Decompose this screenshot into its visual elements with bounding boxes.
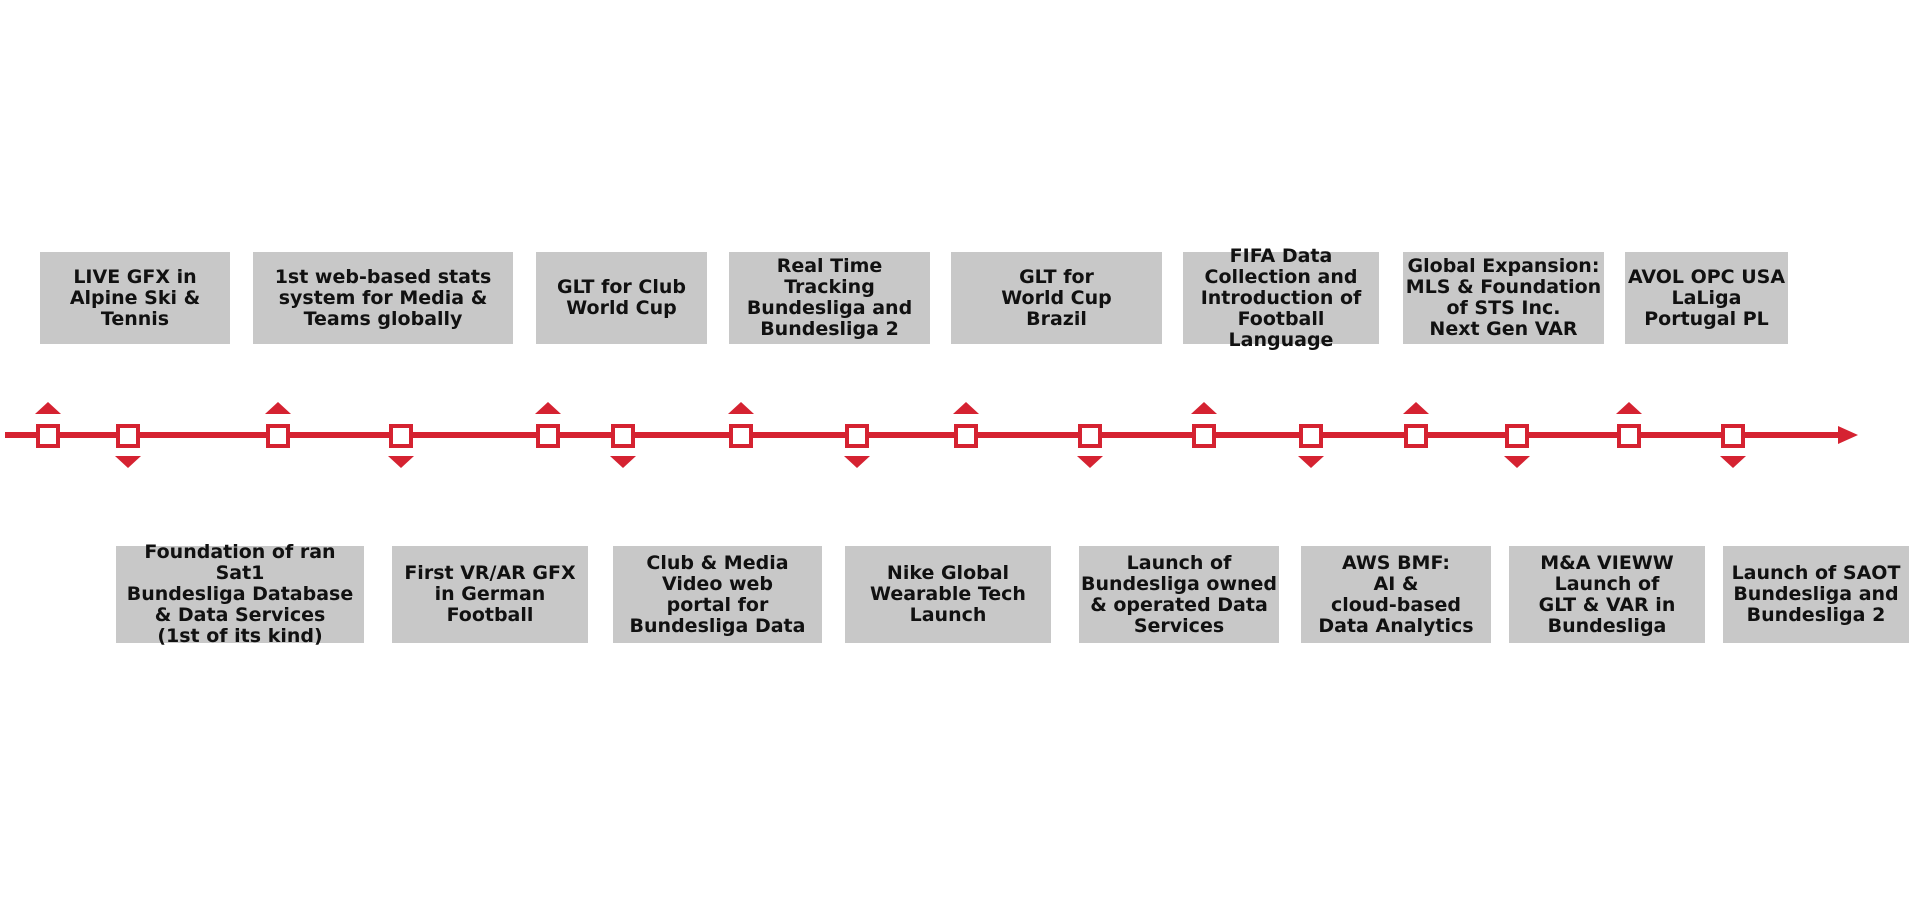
timeline-marker [266, 424, 290, 448]
timeline-marker [536, 424, 560, 448]
pointer-up-triangle [265, 402, 291, 414]
pointer-up-triangle [953, 402, 979, 414]
pointer-up-triangle [728, 402, 754, 414]
pointer-up-triangle [535, 402, 561, 414]
event-box-above-4: Real Time Tracking Bundesliga and Bundes… [729, 252, 930, 344]
event-box-below-4: Nike Global Wearable Tech Launch [845, 546, 1051, 643]
event-box-above-6: FIFA Data Collection and Introduction of… [1183, 245, 1379, 350]
pointer-down-triangle [388, 456, 414, 468]
timeline-marker [1404, 424, 1428, 448]
pointer-down-triangle [1720, 456, 1746, 468]
event-box-below-6: AWS BMF: AI & cloud-based Data Analytics [1301, 546, 1491, 643]
timeline-marker [954, 424, 978, 448]
event-box-above-5: GLT for World Cup Brazil [951, 252, 1162, 344]
event-box-below-5: Launch of Bundesliga owned & operated Da… [1079, 546, 1279, 643]
pointer-up-triangle [1616, 402, 1642, 414]
timeline-marker [1078, 424, 1102, 448]
event-box-above-1: LIVE GFX in Alpine Ski & Tennis [40, 252, 230, 344]
timeline-marker [36, 424, 60, 448]
timeline-marker [116, 424, 140, 448]
timeline-marker [1505, 424, 1529, 448]
pointer-down-triangle [1504, 456, 1530, 468]
event-box-above-8: AVOL OPC USA LaLiga Portugal PL [1625, 252, 1788, 344]
pointer-down-triangle [115, 456, 141, 468]
event-box-below-7: M&A VIEWW Launch of GLT & VAR in Bundesl… [1509, 546, 1705, 643]
event-box-below-2: First VR/AR GFX in German Football [392, 546, 588, 643]
pointer-down-triangle [1077, 456, 1103, 468]
event-box-above-2: 1st web-based stats system for Media & T… [253, 252, 513, 344]
pointer-up-triangle [1191, 402, 1217, 414]
event-box-below-3: Club & Media Video web portal for Bundes… [613, 546, 822, 643]
timeline-marker [1299, 424, 1323, 448]
event-box-above-7: Global Expansion: MLS & Foundation of ST… [1403, 252, 1604, 344]
timeline-axis [5, 432, 1845, 438]
event-box-below-1: Foundation of ran Sat1 Bundesliga Databa… [116, 542, 364, 647]
pointer-down-triangle [610, 456, 636, 468]
timeline-marker [729, 424, 753, 448]
pointer-up-triangle [1403, 402, 1429, 414]
pointer-up-triangle [35, 402, 61, 414]
pointer-down-triangle [1298, 456, 1324, 468]
timeline-marker [389, 424, 413, 448]
timeline-marker [845, 424, 869, 448]
timeline-marker [1192, 424, 1216, 448]
timeline-marker [1617, 424, 1641, 448]
event-box-below-8: Launch of SAOT Bundesliga and Bundesliga… [1723, 546, 1909, 643]
timeline-marker [1721, 424, 1745, 448]
timeline-arrowhead [1838, 426, 1858, 444]
timeline-marker [611, 424, 635, 448]
event-box-above-3: GLT for Club World Cup [536, 252, 707, 344]
pointer-down-triangle [844, 456, 870, 468]
